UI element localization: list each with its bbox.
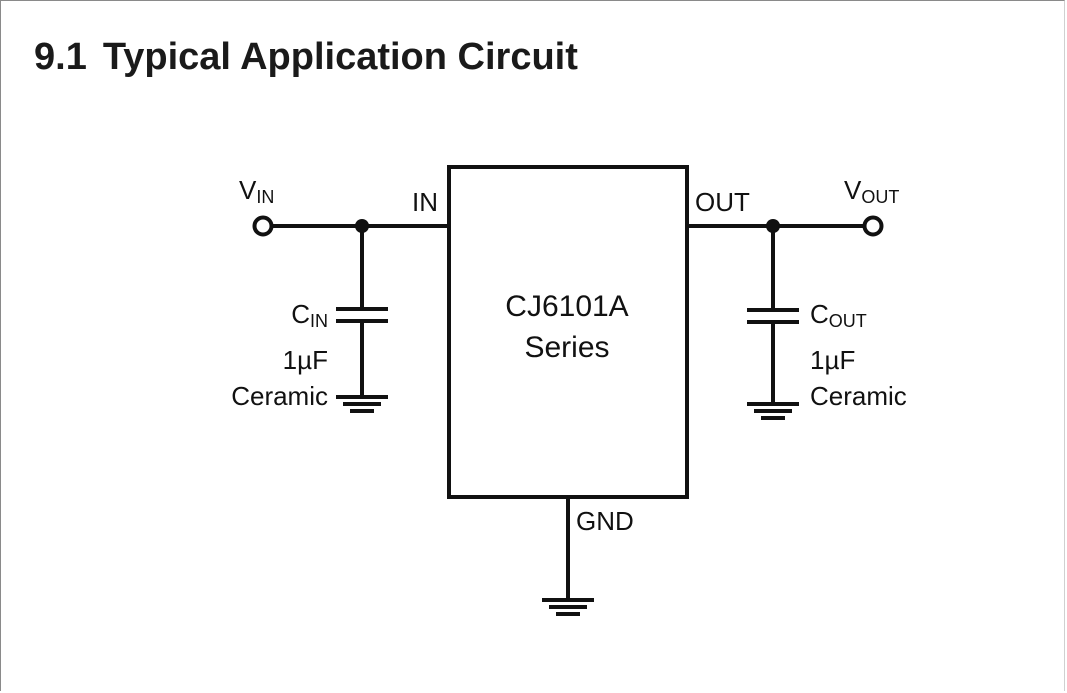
vin-terminal <box>252 215 274 237</box>
section-heading: 9.1 Typical Application Circuit <box>34 34 578 80</box>
cout-label: COUT <box>810 299 867 331</box>
section-title: Typical Application Circuit <box>102 36 578 78</box>
cin-ground-symbol <box>336 395 388 413</box>
vout-terminal <box>862 215 884 237</box>
ic-ground-symbol <box>542 598 594 616</box>
cout-ground-symbol <box>747 402 799 420</box>
section-number: 9.1 <box>34 36 87 78</box>
cin-junction-dot <box>355 219 369 233</box>
pin-out-label: OUT <box>695 187 750 217</box>
vin-label: VIN <box>239 175 274 207</box>
cout-type: Ceramic <box>810 381 907 411</box>
pin-in-label: IN <box>412 187 438 217</box>
pin-gnd-label: GND <box>576 506 634 536</box>
ic-name-line2: Series <box>524 331 609 364</box>
cin-value: 1µF <box>283 345 328 375</box>
vout-label: VOUT <box>844 175 899 207</box>
cout-value: 1µF <box>810 345 855 375</box>
cout-junction-dot <box>766 219 780 233</box>
cin-label: CIN <box>291 299 328 331</box>
cin-type: Ceramic <box>231 381 328 411</box>
ic-name-line1: CJ6101A <box>505 290 628 323</box>
